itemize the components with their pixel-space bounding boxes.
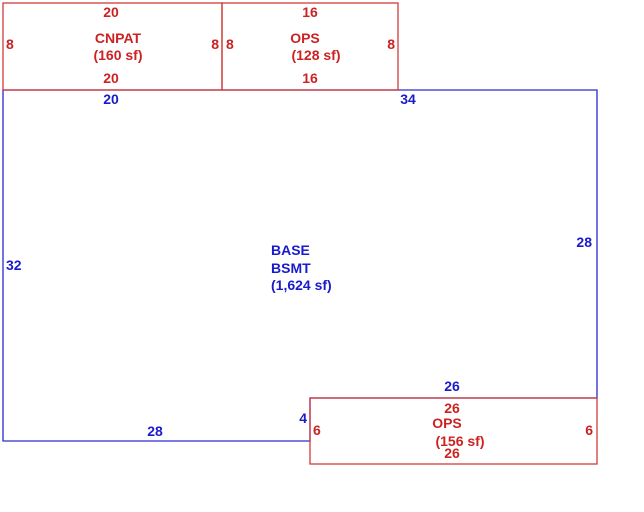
ops-bottom-dim-bottom: 26 [444, 445, 460, 461]
ops-bottom-dim-top: 26 [444, 400, 460, 416]
base-dim-left: 32 [6, 257, 22, 273]
base-area: (1,624 sf) [271, 277, 332, 293]
cnpat-dim-left: 8 [6, 36, 14, 52]
ops-top-dim-right: 8 [387, 36, 395, 52]
cnpat-title: CNPAT [95, 30, 142, 46]
ops-bottom-dim-left: 6 [313, 422, 321, 438]
cnpat-dim-top: 20 [103, 4, 119, 20]
ops-top-area: (128 sf) [291, 47, 340, 63]
base-title: BASE [271, 242, 310, 258]
ops-top-title: OPS [290, 30, 320, 46]
ops-top-dim-bottom: 16 [302, 70, 318, 86]
base-dim-notch-side: 4 [299, 410, 307, 426]
base-subtitle: BSMT [271, 260, 311, 276]
ops-top-outline [221, 2, 399, 91]
ops-top-dim-top: 16 [302, 4, 318, 20]
cnpat-area: (160 sf) [93, 47, 142, 63]
ops-bottom-outline [309, 397, 598, 465]
base-dim-bottom: 28 [147, 423, 163, 439]
cnpat-dim-right: 8 [211, 36, 219, 52]
base-dim-right: 28 [576, 234, 592, 250]
base-dim-top-left: 20 [103, 91, 119, 107]
ops-bottom-area: (156 sf) [435, 433, 484, 449]
ops-bottom-title: OPS [432, 415, 462, 431]
ops-top-dim-left: 8 [226, 36, 234, 52]
base-dim-notch-top: 26 [444, 378, 460, 394]
ops-bottom-dim-right: 6 [585, 422, 593, 438]
cnpat-dim-bottom: 20 [103, 70, 119, 86]
base-dim-top-right: 34 [400, 91, 416, 107]
